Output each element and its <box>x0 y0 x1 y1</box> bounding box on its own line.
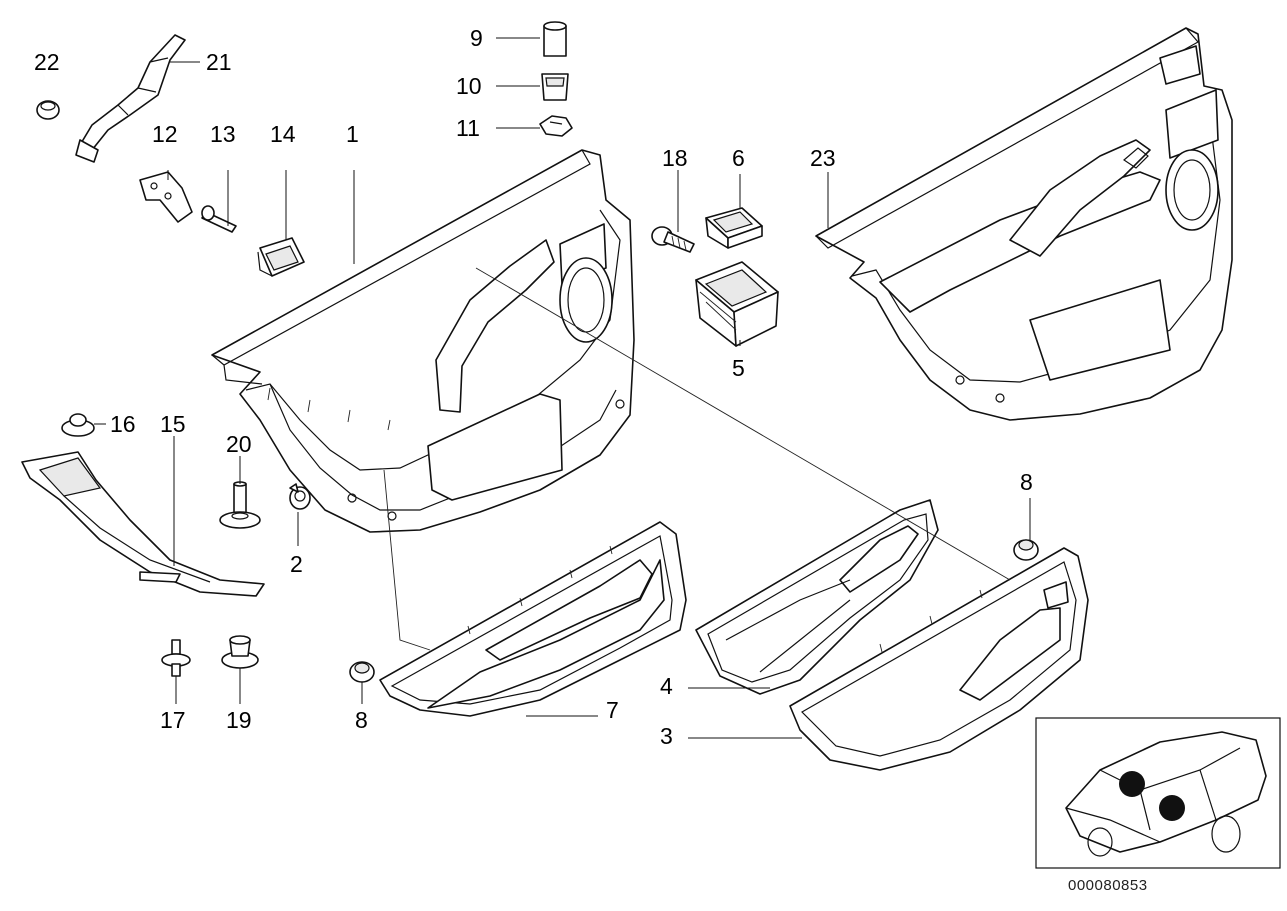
part-8-grommet-left <box>349 661 375 683</box>
vehicle-location-inset <box>1035 717 1281 869</box>
part-3-armrest-trim <box>789 547 1089 771</box>
part-10-socket <box>541 73 569 101</box>
callout-20: 20 <box>226 431 252 457</box>
callout-10: 10 <box>456 73 482 99</box>
callout-17: 17 <box>160 707 186 733</box>
part-4-armrest-carrier <box>695 499 939 695</box>
callout-23: 23 <box>810 145 836 171</box>
part-14-switch-clip <box>257 237 305 277</box>
callout-18: 18 <box>662 145 688 171</box>
leader-lines <box>94 37 1031 739</box>
location-marker-front <box>1119 771 1145 797</box>
part-17-rivet <box>161 639 191 677</box>
part-20-stud-bolt <box>219 481 261 529</box>
part-16-clip <box>61 413 95 437</box>
callout-13: 13 <box>210 121 236 147</box>
assembly-lines <box>383 267 1011 651</box>
part-22-grommet <box>36 100 60 120</box>
part-23-door-trim-panel <box>815 27 1233 421</box>
part-1-door-trim-panel <box>211 149 635 533</box>
callout-4: 4 <box>660 673 673 699</box>
callout-21: 21 <box>206 49 232 75</box>
part-11-clip <box>539 115 573 137</box>
callout-11: 11 <box>456 115 480 141</box>
callout-7: 7 <box>606 697 619 723</box>
part-8-grommet-right <box>1013 539 1039 561</box>
part-18-screw <box>651 226 695 253</box>
callout-2: 2 <box>290 551 303 577</box>
part-15-trim-strip <box>21 451 265 597</box>
callout-1: 1 <box>346 121 359 147</box>
location-marker-rear <box>1159 795 1185 821</box>
callout-12: 12 <box>152 121 178 147</box>
callout-8-left: 8 <box>355 707 368 733</box>
callout-labels: 22 21 12 13 14 1 9 10 11 18 6 5 23 16 15… <box>34 25 1033 749</box>
part-19-rivet <box>221 635 259 669</box>
part-6-switch <box>705 207 763 249</box>
reference-number: 000080853 <box>1068 877 1148 894</box>
part-13-bolt <box>201 205 237 233</box>
callout-6: 6 <box>732 145 745 171</box>
callout-15: 15 <box>160 411 186 437</box>
part-12-bracket <box>139 171 193 223</box>
callout-5: 5 <box>732 355 745 381</box>
callout-22: 22 <box>34 49 60 75</box>
callout-8-right: 8 <box>1020 469 1033 495</box>
callout-14: 14 <box>270 121 296 147</box>
callout-9: 9 <box>470 25 483 51</box>
part-7-armrest-trim <box>379 521 687 717</box>
part-21-cable-bracket <box>75 34 186 163</box>
part-9-cap <box>543 21 567 57</box>
part-2-push-clip <box>289 483 311 510</box>
callout-16: 16 <box>110 411 136 437</box>
callout-3: 3 <box>660 723 673 749</box>
part-5-control-unit <box>695 261 779 347</box>
callout-19: 19 <box>226 707 252 733</box>
